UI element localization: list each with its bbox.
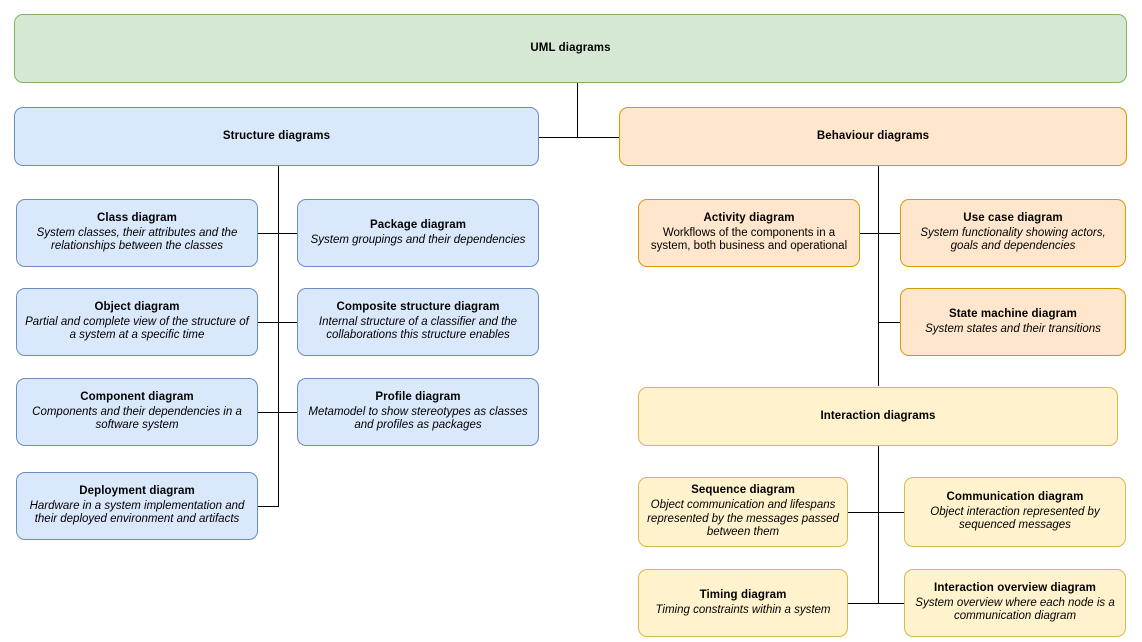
node-title: Interaction overview diagram — [934, 582, 1096, 595]
connector-structure-row1-right — [278, 233, 298, 234]
node-title: State machine diagram — [948, 307, 1077, 320]
node-description: Internal structure of a classifier and t… — [318, 315, 518, 342]
connector-root-down — [577, 83, 578, 137]
node-title: Structure diagrams — [222, 129, 331, 142]
connector-behaviour-row2-right — [878, 322, 900, 323]
node-deployment-diagram[interactable]: Deployment diagram Hardware in a system … — [16, 472, 258, 540]
node-description: System functionality showing actors, goa… — [920, 226, 1106, 253]
node-description: Object interaction represented by sequen… — [930, 505, 1100, 532]
node-title: UML diagrams — [530, 41, 611, 54]
node-object-diagram[interactable]: Object diagram Partial and complete view… — [16, 288, 258, 356]
connector-behaviour-row1-left — [860, 233, 879, 234]
node-state-machine-diagram[interactable]: State machine diagram System states and … — [900, 288, 1126, 356]
node-component-diagram[interactable]: Component diagram Components and their d… — [16, 378, 258, 446]
node-interaction-diagrams[interactable]: Interaction diagrams — [638, 387, 1118, 446]
connector-structure-row2-left — [258, 322, 279, 323]
node-title: Use case diagram — [963, 212, 1063, 225]
node-description: Partial and complete view of the structu… — [25, 315, 249, 342]
node-description: System states and their transitions — [925, 322, 1101, 335]
node-activity-diagram[interactable]: Activity diagram Workflows of the compon… — [638, 199, 860, 267]
connector-interaction-row1-left — [848, 512, 879, 513]
connector-structure-row3-left — [258, 412, 279, 413]
node-class-diagram[interactable]: Class diagram System classes, their attr… — [16, 199, 258, 267]
node-title: Class diagram — [97, 212, 177, 225]
connector-root-to-behaviour — [577, 137, 619, 138]
node-title: Component diagram — [80, 391, 194, 404]
node-timing-diagram[interactable]: Timing diagram Timing constraints within… — [638, 569, 848, 637]
node-description: Object communication and lifespans repre… — [647, 498, 839, 539]
connector-structure-row4-left — [258, 506, 279, 507]
node-title: Package diagram — [369, 218, 467, 231]
node-interaction-overview-diagram[interactable]: Interaction overview diagram System over… — [904, 569, 1126, 637]
node-title: Timing diagram — [699, 588, 787, 601]
node-package-diagram[interactable]: Package diagram System groupings and the… — [297, 199, 539, 267]
node-sequence-diagram[interactable]: Sequence diagram Object communication an… — [638, 477, 848, 547]
connector-structure-row3-right — [278, 412, 298, 413]
node-behaviour-diagrams[interactable]: Behaviour diagrams — [619, 107, 1127, 166]
node-title: Activity diagram — [703, 212, 795, 225]
node-description: System overview where each node is a com… — [915, 596, 1115, 623]
node-uml-diagrams[interactable]: UML diagrams — [14, 14, 1127, 83]
node-title: Interaction diagrams — [820, 409, 936, 422]
node-title: Composite structure diagram — [336, 301, 500, 314]
node-description: Hardware in a system implementation and … — [29, 499, 245, 526]
node-structure-diagrams[interactable]: Structure diagrams — [14, 107, 539, 166]
connector-interaction-spine — [878, 446, 879, 603]
connector-interaction-row2-right — [878, 603, 904, 604]
node-description: Timing constraints within a system — [655, 603, 831, 616]
connector-behaviour-spine — [878, 166, 879, 333]
node-title: Sequence diagram — [691, 484, 795, 497]
node-use-case-diagram[interactable]: Use case diagram System functionality sh… — [900, 199, 1126, 267]
node-description: System classes, their attributes and the… — [36, 226, 238, 253]
connector-interaction-row1-right — [878, 512, 904, 513]
connector-structure-spine — [278, 166, 279, 507]
node-title: Object diagram — [94, 301, 180, 314]
node-composite-structure-diagram[interactable]: Composite structure diagram Internal str… — [297, 288, 539, 356]
node-description: Components and their dependencies in a s… — [32, 405, 242, 432]
node-description: Metamodel to show stereotypes as classes… — [308, 405, 528, 432]
node-title: Behaviour diagrams — [816, 129, 930, 142]
connector-structure-row1-left — [258, 233, 279, 234]
node-description: Workflows of the components in a system,… — [650, 226, 848, 253]
connector-root-to-structure — [539, 137, 578, 138]
node-communication-diagram[interactable]: Communication diagram Object interaction… — [904, 477, 1126, 547]
node-title: Communication diagram — [946, 491, 1084, 504]
node-profile-diagram[interactable]: Profile diagram Metamodel to show stereo… — [297, 378, 539, 446]
connector-behaviour-row1-right — [878, 233, 900, 234]
connector-interaction-row2-left — [848, 603, 879, 604]
node-title: Deployment diagram — [79, 485, 195, 498]
connector-behaviour-to-interaction — [878, 333, 879, 386]
node-title: Profile diagram — [375, 391, 461, 404]
node-description: System groupings and their dependencies — [310, 233, 526, 246]
connector-structure-row2-right — [278, 322, 298, 323]
